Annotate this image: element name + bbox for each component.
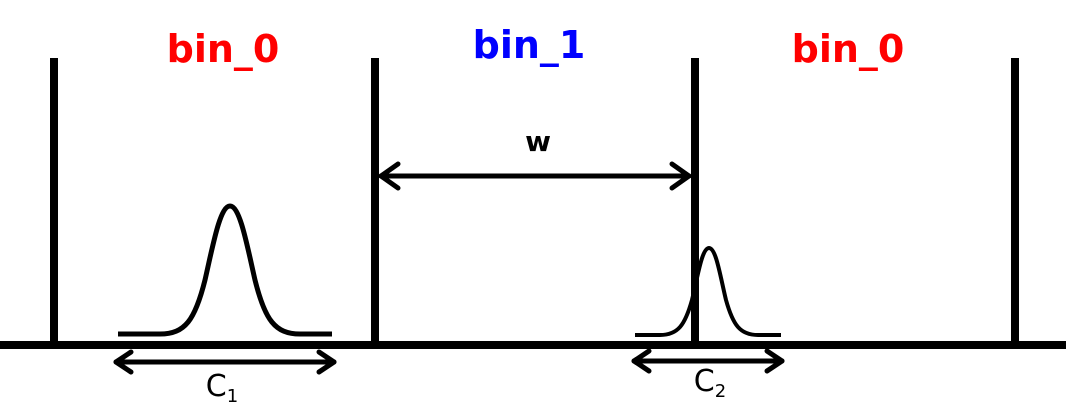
gaussian-peak-c2 (635, 245, 781, 337)
c1-label-text: C (205, 369, 227, 404)
bin-label-right: bin_0 (791, 27, 905, 71)
c1-label: C1 (206, 372, 238, 406)
gaussian-peak-c1 (118, 203, 332, 337)
c2-label-subscript: 2 (714, 381, 727, 402)
c1-span-arrow (113, 349, 337, 375)
width-arrow (378, 161, 692, 191)
width-label: w (525, 125, 551, 158)
bin-label-left: bin_0 (166, 27, 280, 71)
c2-span-arrow (631, 348, 785, 374)
c2-label-text: C (693, 364, 715, 399)
c1-label-subscript: 1 (226, 386, 239, 407)
c2-label: C2 (694, 367, 726, 401)
bin-label-middle: bin_1 (472, 23, 586, 67)
